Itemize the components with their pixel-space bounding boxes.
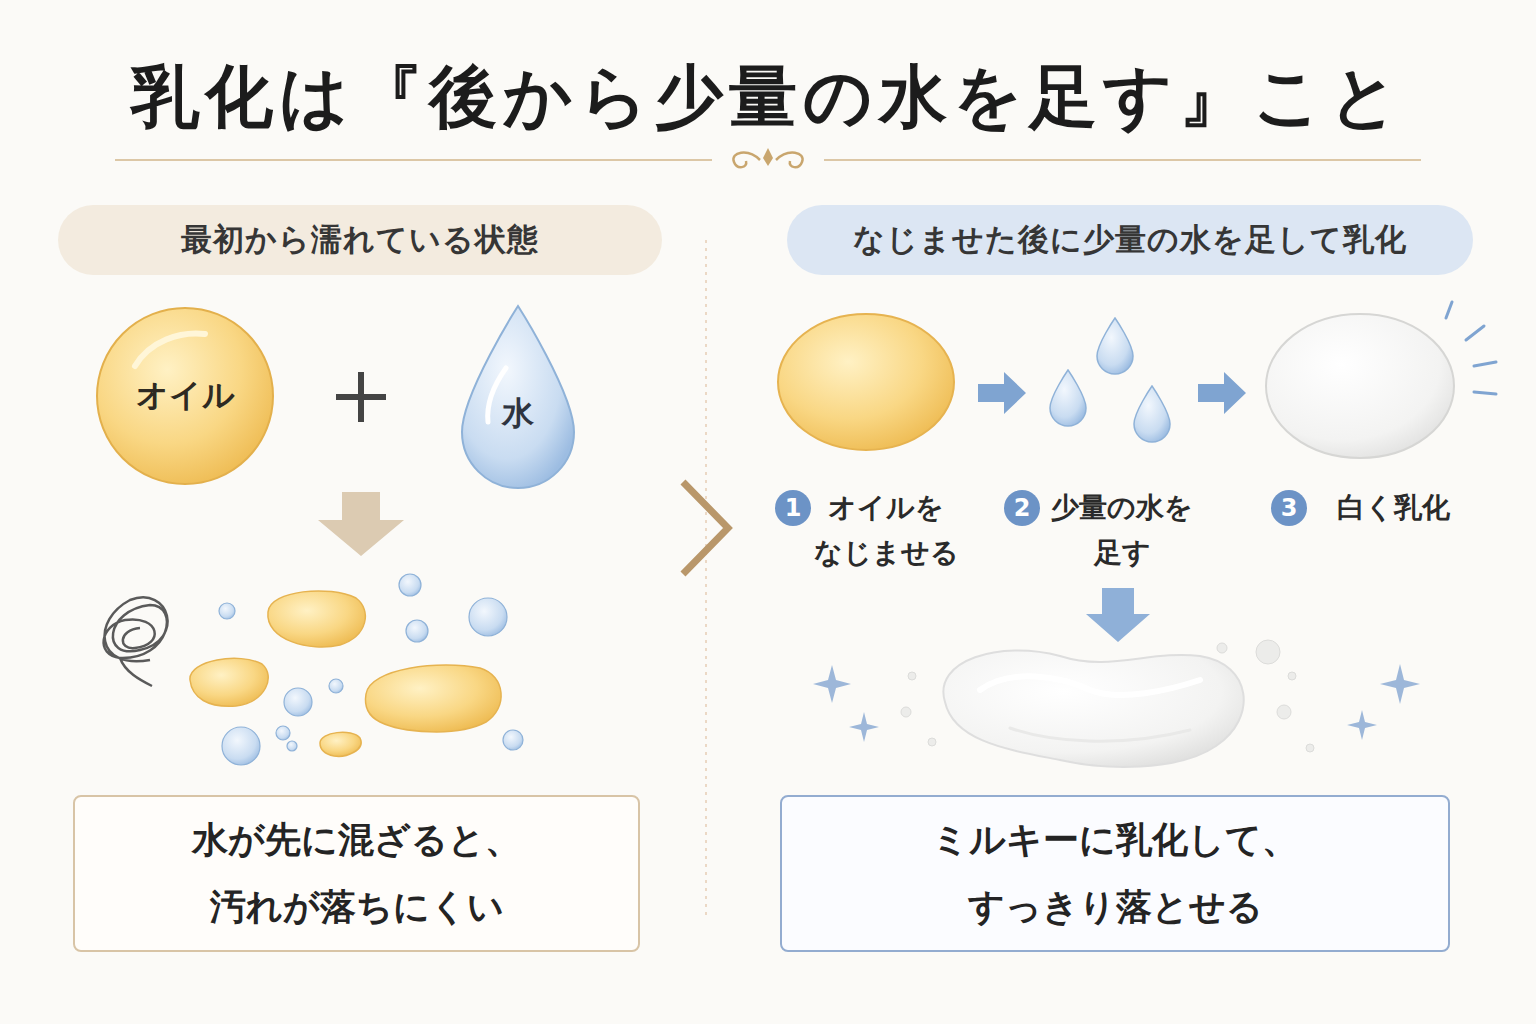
water-bubbles [219,603,235,619]
down-arrow [318,492,404,556]
oil-droplets [190,658,268,706]
divider-ornament [776,153,803,168]
divider-ornament [733,153,760,168]
divider-ornament [115,148,1421,167]
milk-dots [1288,672,1296,680]
water-drops [1134,386,1170,442]
milky-emulsion [980,676,1200,695]
step-number: 1 [775,490,811,526]
milk-dots [901,640,1314,752]
step-number: 3 [1271,490,1307,526]
node-text: なじませた後に少量の水を足して乳化 [853,219,1407,261]
water-bubbles [276,726,290,740]
milky-emulsion [943,651,1243,767]
step-label: 少量の水を 足す [1042,486,1202,576]
shine-lines [1466,326,1484,340]
oil-droplets [320,732,361,756]
water-bubbles [284,688,312,716]
node-text: 2 [1014,496,1031,520]
shine-lines [1474,362,1496,366]
oil-droplets [268,591,366,647]
milky-emulsion [943,651,1243,767]
tangle-scribble [104,597,168,686]
right-arrow [1198,372,1246,414]
sparkles [813,664,1420,742]
step-label: 白く乳化 [1318,486,1468,531]
oil-circle: オイル [95,306,275,486]
milk-dots [1217,643,1227,653]
sparkles [813,665,851,703]
oil-circle-shape [97,308,273,484]
result-box: ミルキーに乳化して、 すっきり落とせる [780,795,1450,952]
milky-emulsion [1010,728,1190,741]
milk-dots [1306,744,1314,752]
oil-droplets [366,665,502,732]
water-bubbles [287,741,297,751]
oil-blob [778,314,954,450]
chevron [683,482,728,574]
right-arrow [978,372,1026,414]
water-bubbles [503,730,523,750]
highlight [135,333,205,366]
shine-lines [1474,392,1496,394]
water-drops [1050,370,1086,426]
milk-dots [1256,640,1280,664]
water-bubbles [469,598,507,636]
section-band: なじませた後に少量の水を足して乳化 [787,205,1473,275]
water-drop: 水 [458,302,578,492]
tangle-scribble [104,597,168,686]
water-bubbles [406,620,428,642]
step-label: オイルを なじませる [806,486,966,576]
sparkles [849,712,879,742]
node-text: オイル [136,374,235,418]
title: 乳化は『後から少量の水を足す』こと [0,52,1536,143]
divider-ornament [763,148,773,166]
divider-ornament [115,159,712,161]
water-bubbles [219,574,523,765]
result-box: 水が先に混ざると、 汚れが落ちにくい [73,795,640,952]
water-drops [1050,318,1170,442]
section-band: 最初から濡れている状態 [58,205,662,275]
node-text: 3 [1281,496,1298,520]
node-text: 水 [502,392,534,436]
node-text: 1 [785,496,802,520]
divider-ornament [824,159,1421,161]
water-drop-shape [462,306,574,488]
water-bubbles [399,574,421,596]
milk-dots [908,672,916,680]
water-drops [1097,318,1133,374]
node-text: ミルキーに乳化して、 すっきり落とせる [880,807,1350,940]
sparkles [1380,664,1420,704]
plus-sign [336,372,386,422]
water-bubbles [329,679,343,693]
milk-dots [928,738,936,746]
column-divider [705,240,707,920]
node-text: 水が先に混ざると、 汚れが落ちにくい [122,807,592,940]
step-number: 2 [1004,490,1040,526]
emulsion-blob [1266,314,1454,458]
shine-lines [1446,302,1452,318]
milk-dots [901,707,911,717]
water-bubbles [222,727,260,765]
node-text: 最初から濡れている状態 [181,219,539,261]
sparkles [1347,710,1377,740]
shine-lines [1446,302,1496,394]
milk-dots [1277,705,1291,719]
plus-sign [358,372,364,422]
down-arrow [1086,588,1150,642]
